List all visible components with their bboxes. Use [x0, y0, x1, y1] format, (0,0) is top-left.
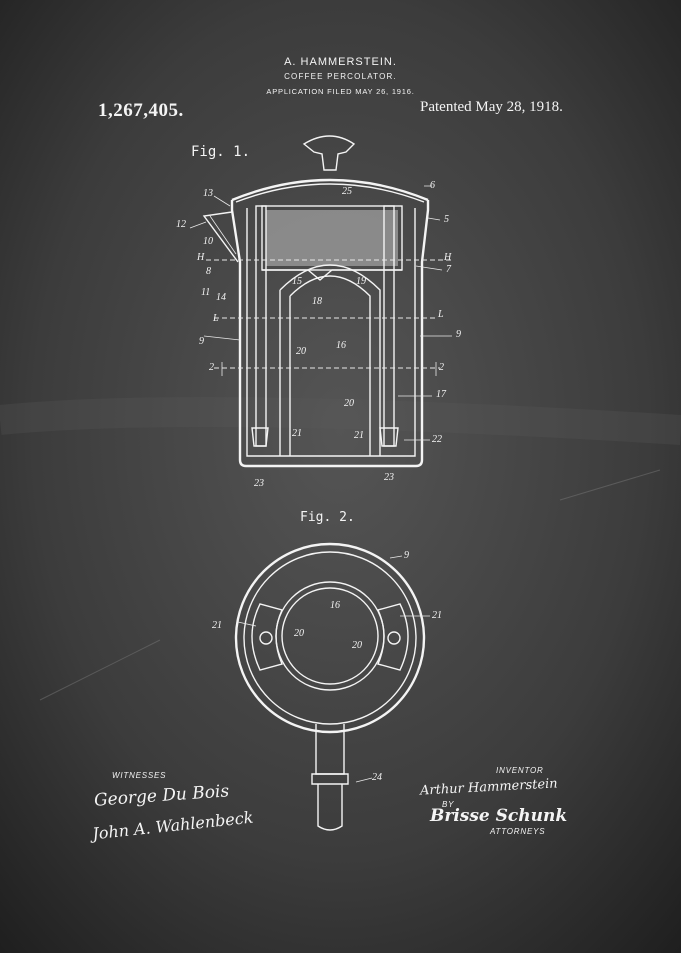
- ref-9-left: 9: [199, 336, 204, 347]
- patent-date: Patented May 28, 1918.: [420, 99, 563, 115]
- fig2-ref-21-left: 21: [212, 620, 222, 631]
- section-h-right: H: [444, 252, 452, 263]
- ref-21-right: 21: [354, 430, 364, 441]
- section-h-left: H: [197, 252, 205, 263]
- patent-number: 1,267,405.: [98, 100, 184, 121]
- patent-title: COFFEE PERCOLATOR.: [284, 72, 397, 81]
- ref-18: 18: [312, 296, 322, 307]
- ref-6: 6: [430, 180, 435, 191]
- section-2-left: 2: [209, 362, 214, 373]
- ref-11: 11: [201, 287, 211, 298]
- ref-5: 5: [444, 214, 449, 225]
- fig2-ref-16: 16: [330, 600, 340, 611]
- ref-8: 8: [206, 266, 211, 277]
- ref-16: 16: [336, 340, 346, 351]
- section-2-right: 2: [439, 362, 444, 373]
- figure-1-label: Fig. 1.: [191, 144, 251, 160]
- by-label: BY: [442, 800, 455, 809]
- ref-10: 10: [203, 236, 213, 247]
- ref-23-right: 23: [384, 472, 394, 483]
- ref-14: 14: [216, 292, 226, 303]
- attorneys-label: ATTORNEYS: [490, 827, 546, 836]
- inventor-name-header: A. HAMMERSTEIN.: [284, 56, 397, 68]
- ref-23-left: 23: [254, 478, 264, 489]
- inventor-heading: INVENTOR: [496, 766, 544, 775]
- filing-date: APPLICATION FILED MAY 26, 1916.: [266, 87, 415, 96]
- fig2-ref-21-right: 21: [432, 610, 442, 621]
- section-l-left: L: [213, 313, 219, 324]
- ref-17: 17: [436, 389, 446, 400]
- fig2-ref-9: 9: [404, 550, 409, 561]
- fig2-ref-24: 24: [372, 772, 382, 783]
- attorney-signature: Brisse Schunk: [430, 806, 568, 826]
- ref-9-right: 9: [456, 329, 461, 340]
- figure-2-label: Fig. 2.: [300, 510, 355, 525]
- figure-1-drawing: [189, 135, 452, 468]
- witnesses-heading: WITNESSES: [112, 771, 167, 780]
- fig2-ref-20-left: 20: [294, 628, 304, 639]
- ref-13: 13: [203, 188, 213, 199]
- ref-22: 22: [432, 434, 442, 445]
- ref-15: 15: [292, 276, 302, 287]
- ref-12: 12: [176, 219, 186, 230]
- section-l-right: L: [438, 309, 444, 320]
- ref-25: 25: [342, 186, 352, 197]
- ref-7: 7: [446, 264, 451, 275]
- ref-20-upper: 20: [296, 346, 306, 357]
- ref-20-lower: 20: [344, 398, 354, 409]
- fig2-ref-20-right: 20: [352, 640, 362, 651]
- ref-21-left: 21: [292, 428, 302, 439]
- figure-2-drawing: [234, 542, 430, 831]
- ref-19: 19: [356, 276, 366, 287]
